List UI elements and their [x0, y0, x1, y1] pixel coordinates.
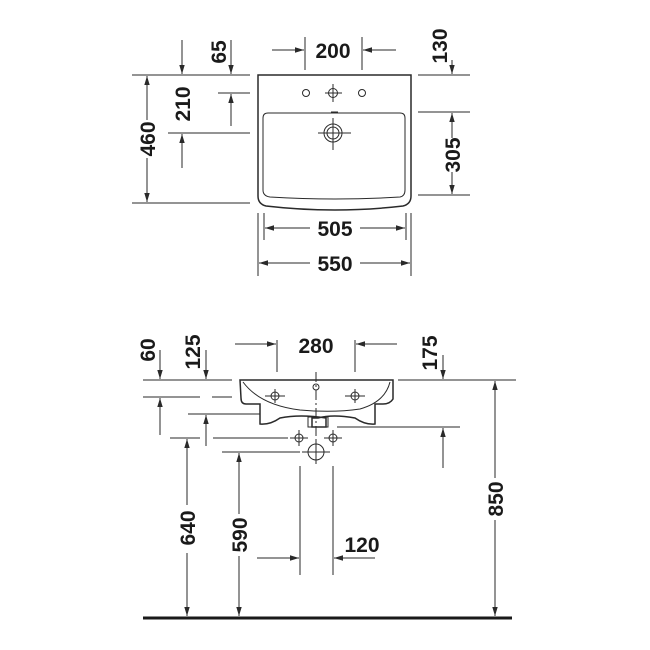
tap-hole-right	[358, 89, 366, 97]
dim-460: 460	[137, 121, 160, 156]
dim-550: 550	[317, 253, 352, 276]
bowl-outline-top	[262, 112, 406, 200]
dim-280: 280	[298, 335, 333, 358]
dim-640: 640	[177, 510, 200, 545]
dim-210: 210	[172, 86, 195, 121]
dim-850: 850	[485, 481, 508, 516]
tap-hole-left	[302, 89, 310, 97]
side-view: 60 125 280 175 640 590 120 850	[137, 334, 516, 620]
dim-65: 65	[208, 40, 231, 64]
dim-130: 130	[429, 28, 452, 63]
dim-590: 590	[229, 517, 252, 552]
dim-60: 60	[137, 338, 160, 361]
dim-305: 305	[442, 137, 465, 172]
top-view: 65 200 130 210 460 305 505 550	[132, 28, 470, 276]
basin-outline-top	[257, 74, 412, 211]
dim-175: 175	[419, 335, 442, 370]
dim-505: 505	[317, 218, 352, 241]
dim-200: 200	[315, 40, 350, 63]
dim-125: 125	[182, 334, 205, 369]
waste-outlet	[307, 416, 329, 428]
dim-120: 120	[344, 534, 379, 557]
